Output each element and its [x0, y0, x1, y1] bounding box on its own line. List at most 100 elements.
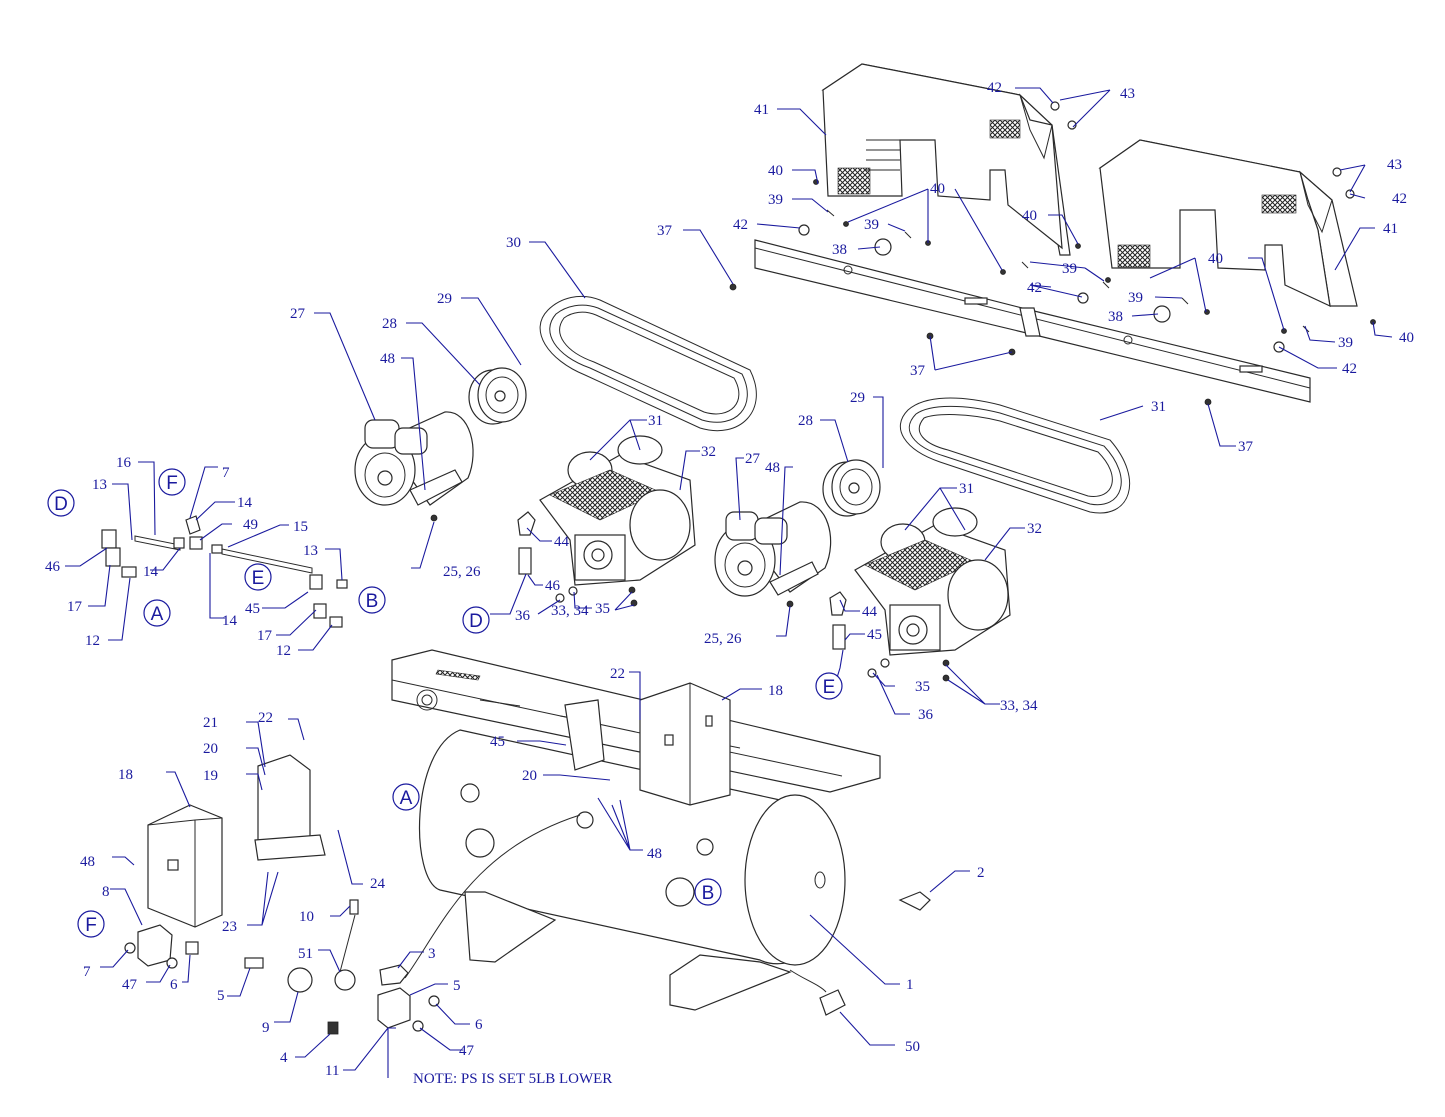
svg-text:E: E	[823, 677, 836, 698]
label-20: 20	[203, 741, 218, 757]
label-37: 37	[910, 363, 926, 379]
svg-text:A: A	[400, 788, 413, 809]
label-45: 45	[490, 734, 505, 750]
label-42: 42	[1027, 280, 1042, 296]
label-39: 39	[768, 192, 783, 208]
label-37: 37	[1238, 439, 1254, 455]
label-23: 23	[222, 919, 237, 935]
label-14: 14	[237, 495, 253, 511]
label-9: 9	[262, 1020, 270, 1036]
label-42: 42	[1392, 191, 1407, 207]
label-11: 11	[325, 1063, 339, 1079]
label-20: 20	[522, 768, 537, 784]
air-tank	[419, 729, 846, 966]
label-14: 14	[222, 613, 238, 629]
label-39: 39	[1128, 290, 1143, 306]
label-27: 27	[745, 451, 761, 467]
label-18: 18	[768, 683, 783, 699]
label-44: 44	[862, 604, 878, 620]
label-40: 40	[930, 181, 945, 197]
label-2: 2	[977, 865, 985, 881]
callout-a-upper: A	[143, 599, 171, 627]
label-17: 17	[67, 599, 83, 615]
label-35: 35	[595, 601, 610, 617]
svg-text:B: B	[702, 883, 715, 904]
belt-right	[899, 397, 1131, 514]
label-1: 1	[906, 977, 914, 993]
label-7: 7	[222, 465, 230, 481]
discharge-piping	[101, 515, 348, 628]
svg-text:A: A	[151, 604, 164, 625]
callout-f-upper: F	[158, 468, 186, 496]
belt-left	[539, 295, 757, 432]
label-39: 39	[864, 217, 879, 233]
label-31: 31	[1151, 399, 1166, 415]
label-43: 43	[1120, 86, 1135, 102]
pump-right	[854, 507, 1011, 656]
motor-left	[354, 411, 474, 506]
label-27: 27	[290, 306, 306, 322]
callout-f-lower: F	[77, 910, 105, 938]
label-48: 48	[647, 846, 662, 862]
label-28: 28	[798, 413, 813, 429]
label-44: 44	[554, 534, 570, 550]
guard-vent-mesh	[837, 167, 871, 195]
label-5: 5	[217, 988, 225, 1004]
label-49: 49	[243, 517, 258, 533]
pulley-right	[822, 459, 881, 517]
pressure-switch-note: NOTE: PS IS SET 5LB LOWER	[413, 1071, 612, 1087]
label-36: 36	[515, 608, 531, 624]
label-42: 42	[733, 217, 748, 233]
svg-text:E: E	[252, 568, 265, 589]
label-38: 38	[1108, 309, 1123, 325]
callout-e-pump: E	[815, 672, 843, 700]
part-number-labels: 42 43 41 40 39 40 40 42 39 37 38 30 39 4…	[45, 80, 1414, 1079]
label-39: 39	[1338, 335, 1353, 351]
svg-text:B: B	[366, 591, 379, 612]
label-41: 41	[1383, 221, 1398, 237]
label-7: 7	[83, 964, 91, 980]
motor-right	[714, 501, 832, 597]
label-51: 51	[298, 946, 313, 962]
label-6: 6	[475, 1017, 483, 1033]
label-48: 48	[80, 854, 95, 870]
label-40: 40	[768, 163, 783, 179]
pressure-switch-assembly	[124, 814, 931, 1035]
label-14: 14	[143, 564, 159, 580]
label-47: 47	[122, 977, 138, 993]
label-12: 12	[276, 643, 291, 659]
label-16: 16	[116, 455, 132, 471]
label-35: 35	[915, 679, 930, 695]
label-8: 8	[102, 884, 110, 900]
label-31: 31	[648, 413, 663, 429]
belt-guard-left	[821, 63, 1071, 256]
label-29: 29	[850, 390, 865, 406]
leader-lines	[65, 87, 1393, 1078]
belt-guard-right	[1098, 139, 1358, 308]
label-10: 10	[299, 909, 314, 925]
tank-legs	[464, 891, 792, 1011]
guard-vent-mesh	[989, 119, 1021, 139]
callout-a-tank: A	[392, 783, 420, 811]
label-15: 15	[293, 519, 308, 535]
label-13: 13	[303, 543, 318, 559]
label-40: 40	[1399, 330, 1414, 346]
label-47: 47	[459, 1043, 475, 1059]
label-39: 39	[1062, 261, 1077, 277]
label-41: 41	[754, 102, 769, 118]
callout-d-pump: D	[462, 606, 490, 634]
callout-b-upper: B	[358, 586, 386, 614]
label-33-34: 33, 34	[551, 603, 589, 619]
guard-vent-mesh	[1117, 244, 1151, 268]
mounting-bracket	[254, 699, 605, 861]
label-31: 31	[959, 481, 974, 497]
control-box-upper	[639, 682, 731, 806]
svg-text:D: D	[469, 611, 483, 632]
label-3: 3	[428, 946, 436, 962]
label-21: 21	[203, 715, 218, 731]
label-33-34: 33, 34	[1000, 698, 1038, 714]
label-46: 46	[545, 578, 561, 594]
label-42: 42	[987, 80, 1002, 96]
label-37: 37	[657, 223, 673, 239]
